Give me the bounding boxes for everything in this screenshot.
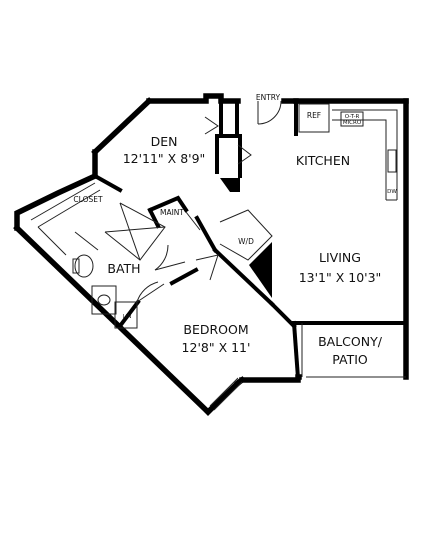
balcony-label-line-1: BALCONY/: [318, 334, 383, 349]
closet-label: CLOSET: [73, 195, 103, 204]
otr-micro-line-1: O-T-R: [345, 114, 360, 120]
casework: [30, 103, 406, 411]
mechanical-chase: [249, 242, 272, 298]
dw-label: DW: [387, 189, 397, 195]
bedroom-name: BEDROOM: [183, 322, 248, 337]
den-name: DEN: [151, 134, 178, 149]
entry-label: ENTRY: [256, 93, 281, 102]
ref-label: REF: [307, 111, 321, 120]
lin-label: LIN: [123, 314, 132, 320]
interior-walls: [56, 99, 408, 381]
living-name: LIVING: [319, 250, 361, 265]
den-size: 12'11" X 8'9": [123, 151, 206, 166]
bath-label: BATH: [107, 261, 140, 276]
maint-label: MAINT: [160, 208, 184, 217]
wd-label: W/D: [238, 237, 254, 246]
kitchen-label: KITCHEN: [296, 153, 350, 168]
bedroom-size: 12'8" X 11': [182, 340, 251, 355]
balcony-label-line-2: PATIO: [332, 352, 368, 367]
door-swings: [74, 100, 282, 303]
den-corner-fill: [220, 178, 240, 192]
otr-micro-line-2: MICRO: [343, 120, 362, 126]
living-size: 13'1" X 10'3": [299, 270, 382, 285]
